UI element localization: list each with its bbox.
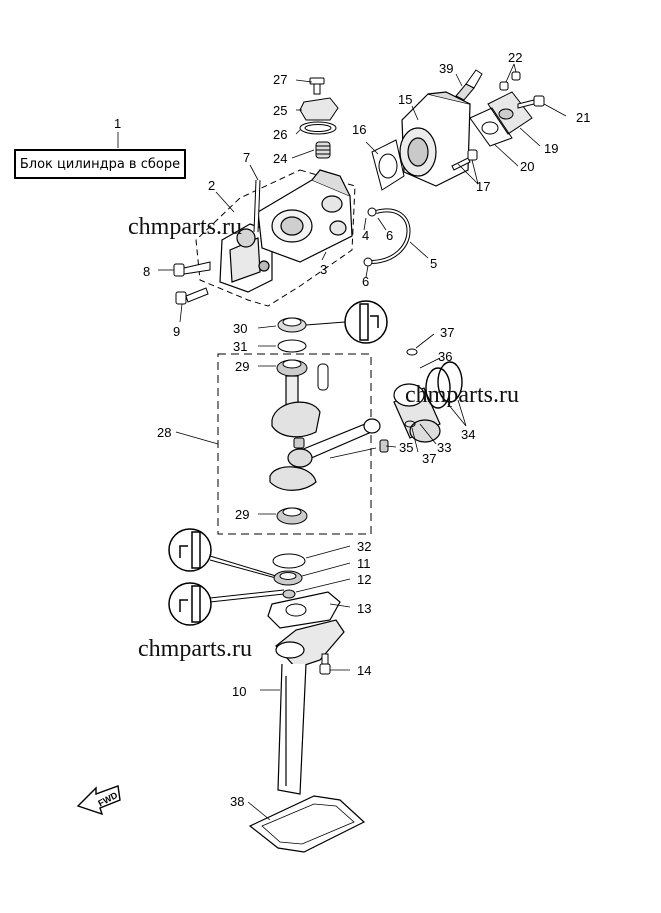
callout-39: 39 xyxy=(439,61,453,76)
callout-15: 15 xyxy=(398,92,412,107)
gasket-13 xyxy=(267,591,341,629)
callout-21: 21 xyxy=(576,110,590,125)
callout-29a: 29 xyxy=(235,359,249,374)
bolt-14 xyxy=(319,653,331,675)
watermark-top: chmparts.ru xyxy=(128,214,242,240)
washer-31 xyxy=(277,339,307,353)
callout-25: 25 xyxy=(273,103,287,118)
bolt-8 xyxy=(173,261,211,277)
clip-6a xyxy=(367,207,377,217)
bolt-9 xyxy=(175,287,209,305)
connecting-rod xyxy=(287,418,381,468)
callout-36: 36 xyxy=(438,349,452,364)
callout-8: 8 xyxy=(143,264,150,279)
fwd-arrow-icon: FWD xyxy=(76,785,121,816)
exhaust-pipe xyxy=(275,619,345,795)
detail-circle-mid xyxy=(168,528,212,572)
callout-29b: 29 xyxy=(235,507,249,522)
piston-rings xyxy=(425,361,463,409)
callout-37a: 37 xyxy=(440,325,454,340)
cylinder-head xyxy=(399,91,471,187)
callout-12: 12 xyxy=(357,572,371,587)
callout-30: 30 xyxy=(233,321,247,336)
bearing-30 xyxy=(277,317,307,333)
bolts-17 xyxy=(451,149,478,171)
crankpin-36 xyxy=(317,363,329,391)
detail-circle-top xyxy=(344,300,388,344)
callout-24: 24 xyxy=(273,151,287,166)
leader-lines xyxy=(117,63,567,821)
spark-plug xyxy=(455,69,483,101)
clip-37b xyxy=(404,420,416,428)
callout-38: 38 xyxy=(230,794,244,809)
cylinder-block xyxy=(219,169,353,293)
callout-16: 16 xyxy=(352,122,366,137)
callout-5: 5 xyxy=(430,256,437,271)
seal-11 xyxy=(273,570,303,586)
assembly-title: Блок цилиндра в сборе xyxy=(14,149,186,179)
bearing-29-bottom xyxy=(276,507,308,525)
watermark-mid: chmparts.ru xyxy=(405,382,519,408)
callout-7: 7 xyxy=(243,150,250,165)
gasket-38 xyxy=(248,795,366,853)
callout-35: 35 xyxy=(399,440,413,455)
head-cover xyxy=(469,91,533,147)
callout-labels: 1 2 3 4 5 6 6 7 8 9 10 11 12 13 14 15 16… xyxy=(114,50,590,809)
callout-1: 1 xyxy=(114,116,121,131)
bolt-21 xyxy=(517,95,545,109)
callout-9: 9 xyxy=(173,324,180,339)
watermark-low: chmparts.ru xyxy=(138,636,252,662)
bearing-29-top xyxy=(276,359,308,377)
callout-11: 11 xyxy=(357,556,371,571)
callout-32: 32 xyxy=(357,539,371,554)
callout-14: 14 xyxy=(357,663,371,678)
callout-17: 17 xyxy=(476,179,490,194)
callout-22: 22 xyxy=(508,50,522,65)
callout-13: 13 xyxy=(357,601,371,616)
callout-6a: 6 xyxy=(386,228,393,243)
callout-28: 28 xyxy=(157,425,171,440)
thermostat-cover-group xyxy=(299,77,339,159)
washer-32 xyxy=(272,553,306,569)
head-gasket xyxy=(371,139,405,191)
cylinder-assembly-outline xyxy=(195,169,356,307)
callout-37b: 37 xyxy=(422,451,436,466)
needle-bearing xyxy=(293,437,389,453)
callout-6b: 6 xyxy=(362,274,369,289)
callout-20: 20 xyxy=(520,159,534,174)
callout-4: 4 xyxy=(362,228,369,243)
detail-circle-low xyxy=(168,582,212,626)
seal-12 xyxy=(282,589,296,599)
callout-10: 10 xyxy=(232,684,246,699)
callout-31: 31 xyxy=(233,339,247,354)
clip-6b xyxy=(363,257,373,267)
callout-34: 34 xyxy=(461,427,475,442)
callout-3: 3 xyxy=(320,262,327,277)
callout-2: 2 xyxy=(208,178,215,193)
callout-26: 26 xyxy=(273,127,287,142)
callout-27: 27 xyxy=(273,72,287,87)
callout-19: 19 xyxy=(544,141,558,156)
crankshaft xyxy=(269,375,321,491)
callout-33: 33 xyxy=(437,440,451,455)
bolt-22 xyxy=(499,71,521,91)
clip-37a xyxy=(406,348,418,356)
